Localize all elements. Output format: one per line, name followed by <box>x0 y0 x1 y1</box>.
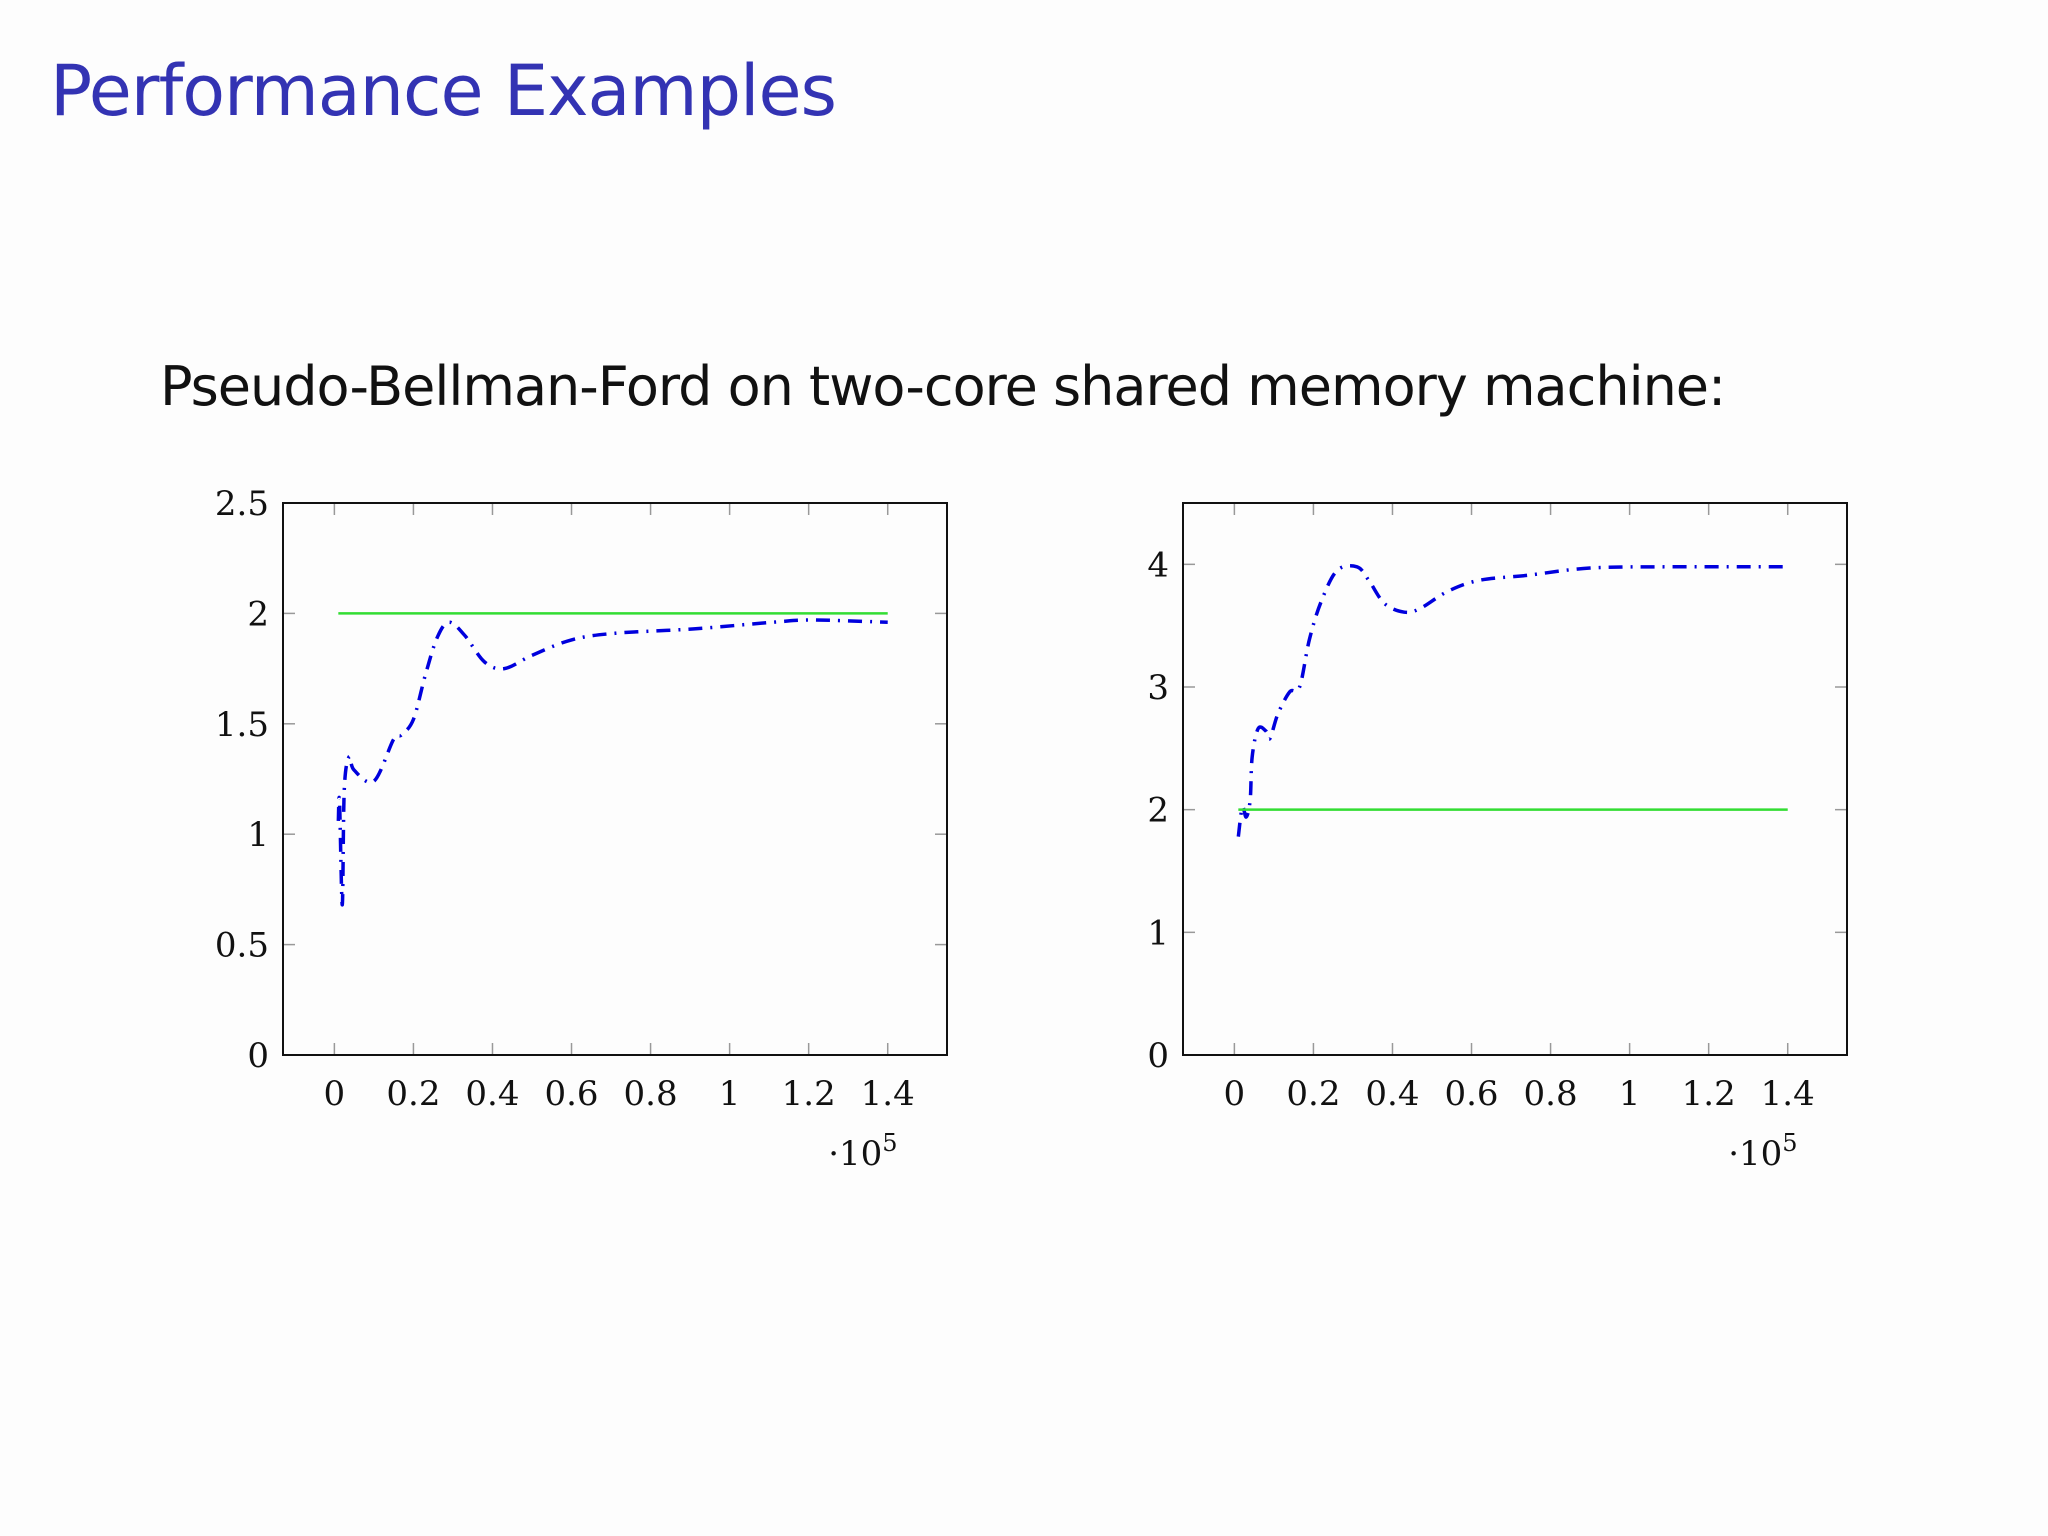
y-tick-label: 0 <box>1147 1036 1169 1076</box>
x-tick-label: 1.4 <box>861 1074 915 1114</box>
y-tick-label: 0 <box>247 1036 269 1076</box>
measured-line <box>1236 563 1788 837</box>
y-tick-label: 0.5 <box>215 926 269 966</box>
x-tick-label: 1 <box>719 1074 741 1114</box>
y-tick-label: 3 <box>1147 668 1169 708</box>
x-tick-label: 0.4 <box>1365 1074 1419 1114</box>
y-tick-label: 2.5 <box>215 484 269 524</box>
plot-frame <box>282 502 948 1056</box>
x-tick-label: 1.2 <box>782 1074 836 1114</box>
measured-line <box>336 618 888 907</box>
x-tick-label: 0.2 <box>386 1074 440 1114</box>
x-tick-label: 1.2 <box>1682 1074 1736 1114</box>
y-tick-label: 4 <box>1147 545 1169 585</box>
x-tick-label: 1.4 <box>1761 1074 1815 1114</box>
y-tick-label: 2 <box>1147 791 1169 831</box>
x-axis-multiplier: ·105 <box>828 1129 897 1174</box>
slide-title: Performance Examples <box>50 50 837 132</box>
speedup-chart-right: 0 0.2 0.4 0.6 0.8 1 1.2 1.4 0 1 2 3 4 ·105 <box>1100 470 1860 1190</box>
plot-frame <box>1182 502 1848 1056</box>
chart-svg-left: 0 0.2 0.4 0.6 0.8 1 1.2 1.4 0 0.5 1 1.5 2 2.5 ·105 <box>215 484 948 1174</box>
x-tick-label: 0.2 <box>1286 1074 1340 1114</box>
x-tick-label: 0.6 <box>544 1074 598 1114</box>
y-tick-label: 1 <box>247 815 269 855</box>
x-tick-label: 0 <box>1224 1074 1246 1114</box>
x-axis-multiplier: ·105 <box>1728 1129 1797 1174</box>
y-tick-label: 2 <box>247 594 269 634</box>
slide-subtitle: Pseudo-Bellman-Ford on two-core shared m… <box>160 355 1726 418</box>
y-tick-label: 1 <box>1147 913 1169 953</box>
x-tick-label: 0.6 <box>1444 1074 1498 1114</box>
x-tick-label: 0.4 <box>465 1074 519 1114</box>
x-tick-label: 1 <box>1619 1074 1641 1114</box>
speedup-chart-left: 0 0.2 0.4 0.6 0.8 1 1.2 1.4 0 0.5 1 1.5 2 2.5 ·105 <box>200 470 960 1190</box>
y-tick-label: 1.5 <box>215 705 269 745</box>
x-tick-label: 0.8 <box>1524 1074 1578 1114</box>
x-tick-label: 0 <box>324 1074 346 1114</box>
x-tick-label: 0.8 <box>624 1074 678 1114</box>
chart-svg-right: 0 0.2 0.4 0.6 0.8 1 1.2 1.4 0 1 2 3 4 ·105 <box>1147 502 1848 1174</box>
